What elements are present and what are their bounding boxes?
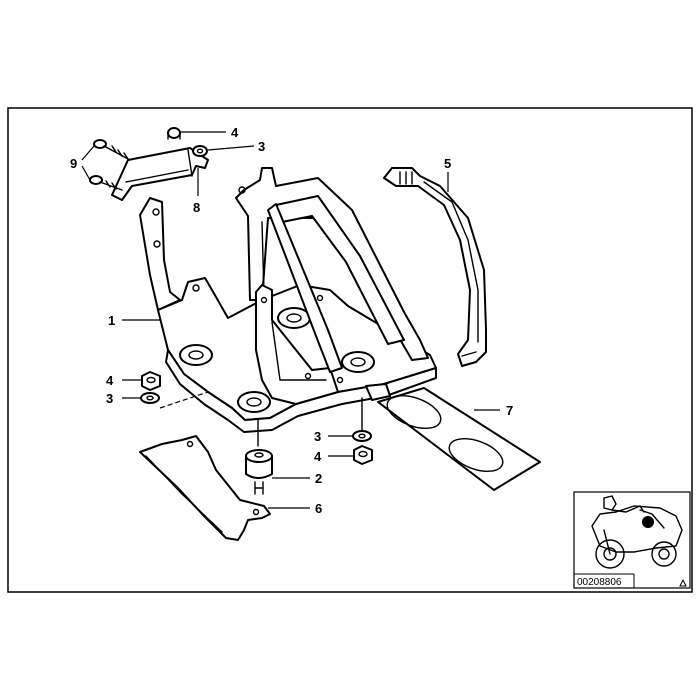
callout-3-left: 3 — [106, 391, 113, 406]
callout-1: 1 — [108, 313, 115, 328]
callout-6: 6 — [315, 501, 322, 516]
part-4-nut-top[interactable] — [167, 127, 181, 140]
callout-5: 5 — [444, 156, 451, 171]
part-3-washer-right[interactable] — [352, 430, 372, 442]
triangle-icon — [679, 578, 687, 587]
part-9-screw-upper[interactable] — [93, 139, 131, 161]
callout-4-left: 4 — [106, 373, 114, 388]
leader-lines — [81, 131, 500, 509]
callout-8: 8 — [193, 200, 200, 215]
part-3-washer-left[interactable] — [140, 392, 160, 404]
part-4-nut-left[interactable] — [141, 371, 161, 391]
assembly-line-left — [159, 391, 209, 409]
callout-4-right: 4 — [314, 449, 322, 464]
part-5-battery-strap[interactable] — [383, 167, 487, 367]
callout-9: 9 — [70, 156, 77, 171]
callout-3-right: 3 — [314, 429, 321, 444]
diagram-frame — [7, 107, 693, 593]
part-1-battery-tray[interactable] — [139, 167, 437, 433]
part-7-rubber-mat[interactable] — [377, 387, 541, 491]
reference-number: 00208806 — [577, 577, 622, 588]
callout-3-top: 3 — [258, 139, 265, 154]
part-4-nut-right[interactable] — [353, 445, 373, 465]
callout-7: 7 — [506, 403, 513, 418]
part-8-bracket[interactable] — [111, 147, 209, 201]
part-3-washer-top[interactable] — [192, 145, 208, 157]
callout-2: 2 — [315, 471, 322, 486]
motorcycle-location-icon — [591, 495, 683, 569]
part-2-rubber-mount[interactable] — [245, 419, 273, 495]
part-6-lower-guard[interactable] — [139, 435, 271, 541]
callout-4-top: 4 — [231, 125, 239, 140]
location-thumbnail: 00208806 — [573, 491, 691, 589]
